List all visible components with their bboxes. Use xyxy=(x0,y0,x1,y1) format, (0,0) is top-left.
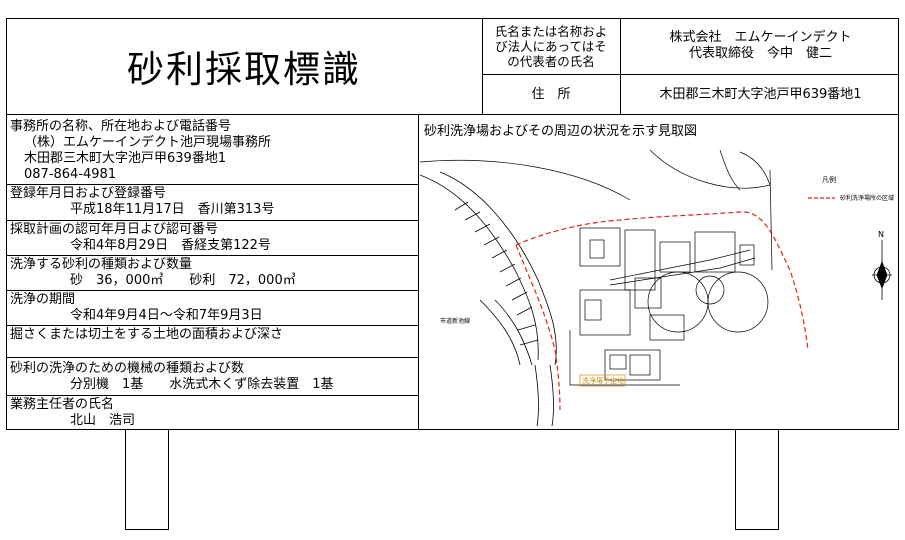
site-boundary xyxy=(515,211,809,351)
approval-label: 採取計画の認可年月日よび認可番号 xyxy=(10,222,219,237)
signboard xyxy=(6,18,899,430)
page-title: 砂利採取標識 xyxy=(127,48,361,91)
owner-value-line: 株式会社 エムケーインデクト xyxy=(669,30,852,45)
registration-label: 登録年月日および登録番号 xyxy=(10,186,167,201)
divider xyxy=(6,114,899,115)
divider xyxy=(6,184,418,185)
legend-item: 砂利洗浄場所の区域 xyxy=(840,194,894,202)
owner-value-line: 代表取締役 今中 健二 xyxy=(688,46,832,61)
approval-value: 令和4年8月29日 香経支第122号 xyxy=(70,238,271,253)
north-label: N xyxy=(878,230,884,239)
divider xyxy=(6,220,418,221)
map-caption: 砂利洗浄場およびその周辺の状況を示す見取図 xyxy=(424,124,698,139)
office-address: 木田郡三木町大字池戸甲639番地1 xyxy=(24,151,227,166)
facility-layout xyxy=(569,169,773,386)
owner-label: 氏名または名称およ び法人にあってはそ の代表者の氏名 xyxy=(484,24,618,69)
road-label: 市道新池線 xyxy=(440,317,470,325)
signboard-leg-right xyxy=(735,430,779,530)
site-map: 洗浄場予定地 市道新池線 凡例 砂利洗浄場所の区域 N xyxy=(420,150,894,427)
yard-label-box xyxy=(579,374,626,387)
divider xyxy=(6,255,418,256)
area-depth-label: 掘さくまたは切土をする土地の面積および深さ xyxy=(10,327,284,342)
divider xyxy=(418,114,419,430)
north-arrow-icon xyxy=(872,240,892,300)
period-value: 令和4年9月4日～令和7年9月3日 xyxy=(70,308,263,323)
site-boundary-west xyxy=(515,244,561,411)
divider xyxy=(6,357,418,358)
river-bank xyxy=(420,171,557,427)
divider xyxy=(6,325,418,326)
owner-value: 株式会社 エムケーインデクト 代表取締役 今中 健二 xyxy=(622,30,899,62)
address-value: 木田郡三木町大字池戸甲639番地1 xyxy=(659,87,862,102)
machine-label: 砂利の洗浄のための機械の種類および数 xyxy=(10,361,245,376)
machine-value: 分別機 1基 水洗式木くず除去装置 1基 xyxy=(70,377,334,392)
address-label: 住 所 xyxy=(531,87,571,102)
divider xyxy=(482,18,483,114)
period-label: 洗浄の期間 xyxy=(10,292,76,307)
gravel-quantity: 砂 36，000㎥ 砂利 72，000㎥ xyxy=(70,273,296,288)
manager-value: 北山 浩司 xyxy=(70,413,136,428)
yard-label: 洗浄場予定地 xyxy=(582,376,624,385)
office-phone: 087-864-4981 xyxy=(24,167,117,182)
signboard-leg-left xyxy=(125,430,169,530)
office-label: 事務所の名称、所在地および電話番号 xyxy=(10,119,232,134)
manager-label: 業務主任者の氏名 xyxy=(10,397,115,412)
divider xyxy=(6,290,418,291)
divider xyxy=(620,18,621,114)
owner-label-line: 氏名または名称およ xyxy=(494,24,608,39)
office-name: （株）エムケーインデクト池戸現場事務所 xyxy=(24,135,272,150)
owner-label-line: の代表者の氏名 xyxy=(507,54,595,69)
legend-title: 凡例 xyxy=(822,175,836,184)
gravel-type-label: 洗浄する砂利の種類および数量 xyxy=(10,257,193,272)
divider xyxy=(6,395,418,396)
owner-label-line: び法人にあってはそ xyxy=(495,39,607,54)
registration-value: 平成18年11月17日 香川第313号 xyxy=(70,202,275,217)
upper-terrain xyxy=(420,150,771,201)
divider xyxy=(482,74,899,75)
